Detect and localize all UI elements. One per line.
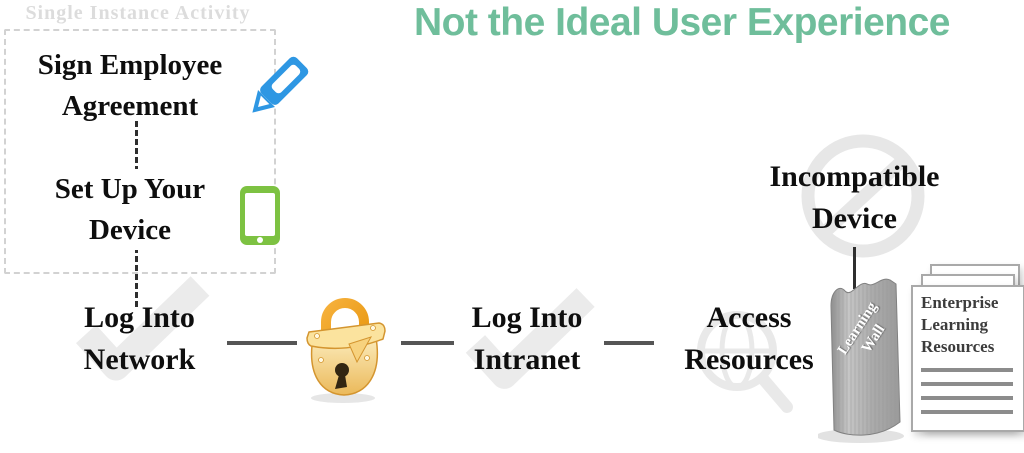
- checkmark-watermark-icon: [465, 288, 595, 389]
- group-box-label: Single Instance Activity: [25, 2, 251, 24]
- checkmark-watermark-icon: [76, 276, 210, 381]
- padlock-icon: [306, 298, 386, 403]
- pencil-icon: [252, 56, 309, 113]
- node-log-into-network: Log Into Network: [83, 301, 196, 376]
- connector-line-intranet-resources: [604, 341, 654, 345]
- node-access-resources: Access Resources: [684, 301, 814, 376]
- document-text-line: [921, 382, 1013, 387]
- document-text-line: [921, 396, 1013, 401]
- node-incompatible-device: Incompatible Device: [769, 160, 940, 235]
- tablet-icon: [240, 186, 280, 245]
- document-page: Enterprise Learning Resources: [911, 285, 1024, 432]
- document-text-line: [921, 368, 1013, 373]
- group-box: [4, 29, 276, 274]
- document-title: Enterprise Learning Resources: [921, 293, 999, 357]
- connector-line-device-wall: [853, 247, 856, 289]
- connector-line-lock-intranet: [401, 341, 454, 345]
- node-sign-employee-agreement: Sign Employee Agreement: [37, 49, 223, 122]
- no-symbol-watermark-icon: [801, 134, 925, 258]
- search-globe-watermark-icon: [697, 311, 793, 413]
- diagram-title: Not the Ideal User Experience: [413, 1, 951, 44]
- connector-line-network-lock: [227, 341, 297, 345]
- node-log-into-intranet: Log Into Intranet: [471, 301, 583, 376]
- learning-wall: [818, 278, 904, 443]
- document-text-line: [921, 410, 1013, 415]
- node-set-up-your-device: Set Up Your Device: [18, 169, 242, 251]
